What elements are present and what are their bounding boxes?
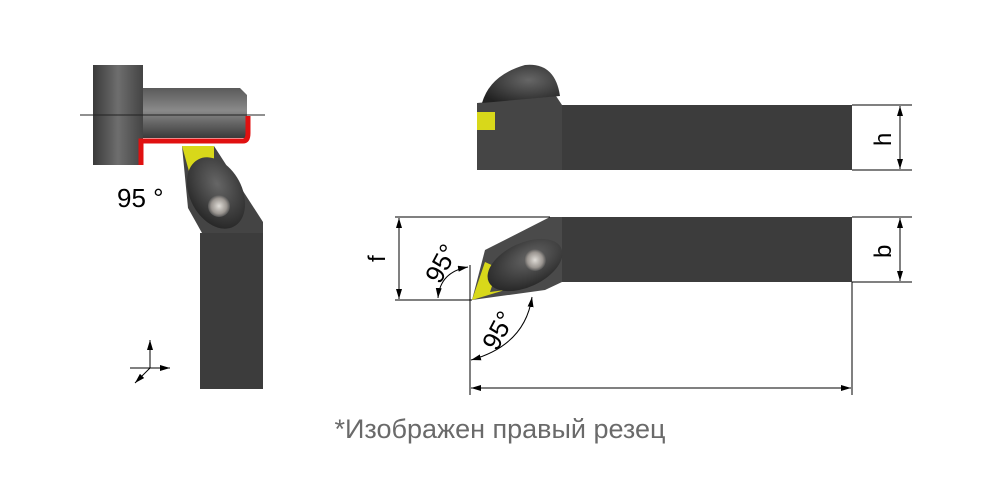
side-angle-label: 95 ° xyxy=(117,183,164,213)
caption: *Изображен правый резец xyxy=(334,414,666,444)
angle-top-label: 95° xyxy=(419,239,464,288)
head-side xyxy=(477,96,562,170)
angle-bottom-label: 95° xyxy=(476,306,521,355)
f-label: f xyxy=(364,255,391,262)
workpiece-view: 95 ° xyxy=(80,65,265,389)
clamp xyxy=(186,157,246,229)
insert-side xyxy=(477,112,495,130)
shank-top xyxy=(562,217,852,282)
clamp-side xyxy=(482,64,560,103)
holder-shank xyxy=(200,233,263,389)
workpiece-shaft xyxy=(143,88,247,138)
axis-icon xyxy=(130,340,170,384)
b-label: b xyxy=(870,245,897,258)
side-view: h xyxy=(477,64,912,171)
angle-arc-bottom xyxy=(470,296,534,361)
shank-side xyxy=(562,105,852,170)
angle-arc-top xyxy=(435,265,469,299)
top-view: b f 95° 95° xyxy=(364,216,912,395)
machined-contour xyxy=(138,116,251,165)
clamp-top xyxy=(487,238,563,292)
h-label: h xyxy=(870,133,897,146)
screw-icon xyxy=(208,195,230,217)
screw-top-icon xyxy=(524,249,546,271)
